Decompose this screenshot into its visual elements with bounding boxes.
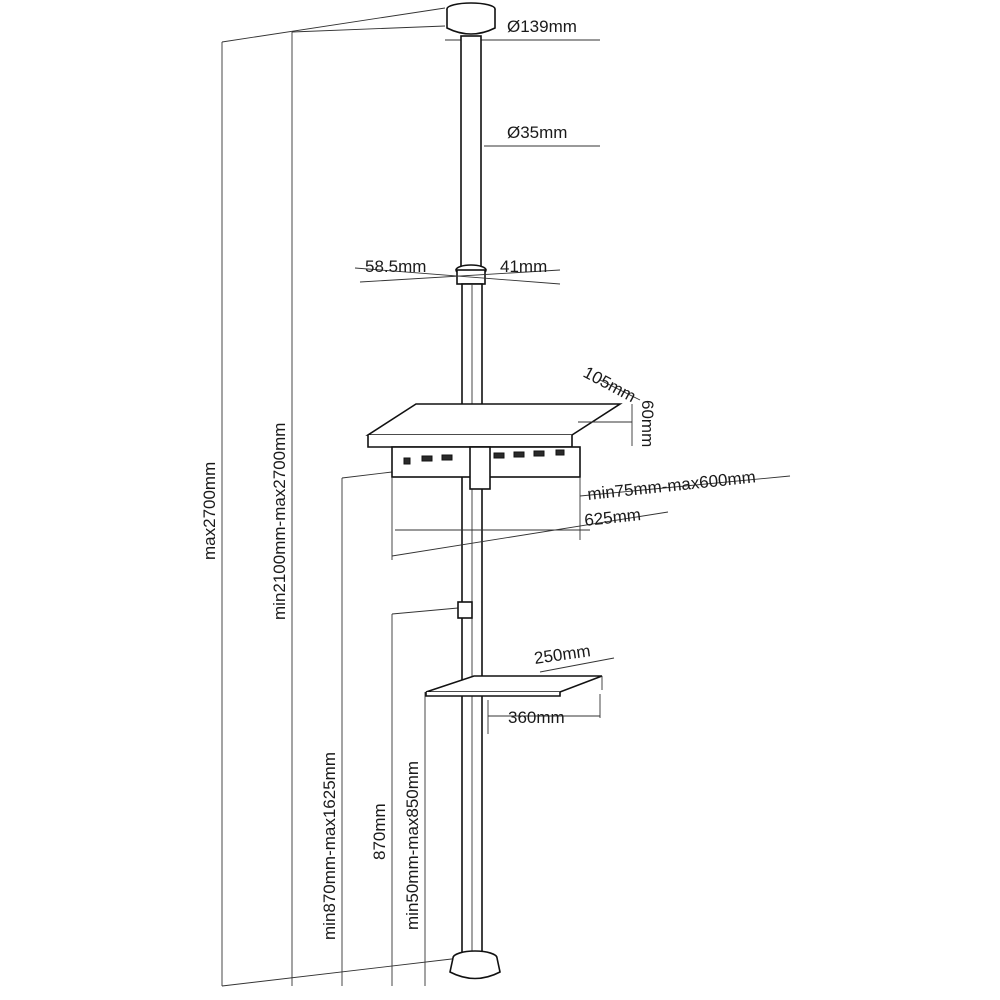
bracket-depth-label: 105mm bbox=[580, 363, 639, 406]
pole-range-label: min2100mm-max2700mm bbox=[270, 423, 289, 620]
ceiling-plate-diameter-label: Ø139mm bbox=[507, 17, 577, 36]
bracket-height-label: 60mm bbox=[638, 400, 657, 447]
total-height-label: max2700mm bbox=[200, 462, 219, 560]
height-dimension-lines bbox=[221, 7, 461, 987]
vesa-range-label: min75mm-max600mm bbox=[586, 467, 756, 504]
joint-inner-label: 41mm bbox=[500, 257, 547, 276]
shelf-width-label: 360mm bbox=[508, 708, 565, 727]
shelf-height-range-label: min50mm-max850mm bbox=[403, 761, 422, 930]
tv-bracket bbox=[365, 379, 791, 560]
bracket-width-label: 625mm bbox=[583, 505, 641, 530]
upper-pole bbox=[460, 35, 600, 269]
ceiling-plate bbox=[445, 2, 600, 41]
shelf bbox=[425, 657, 615, 734]
pole-joint bbox=[354, 264, 561, 285]
floor-base bbox=[449, 950, 501, 980]
bracket-to-shelf-label: 870mm bbox=[370, 803, 389, 860]
pole-diameter-label: Ø35mm bbox=[507, 123, 567, 142]
vesa-slots bbox=[403, 449, 565, 465]
joint-outer-label: 58.5mm bbox=[365, 257, 426, 276]
bracket-height-range-label: min870mm-max1625mm bbox=[320, 752, 339, 940]
main-pole bbox=[457, 283, 483, 975]
